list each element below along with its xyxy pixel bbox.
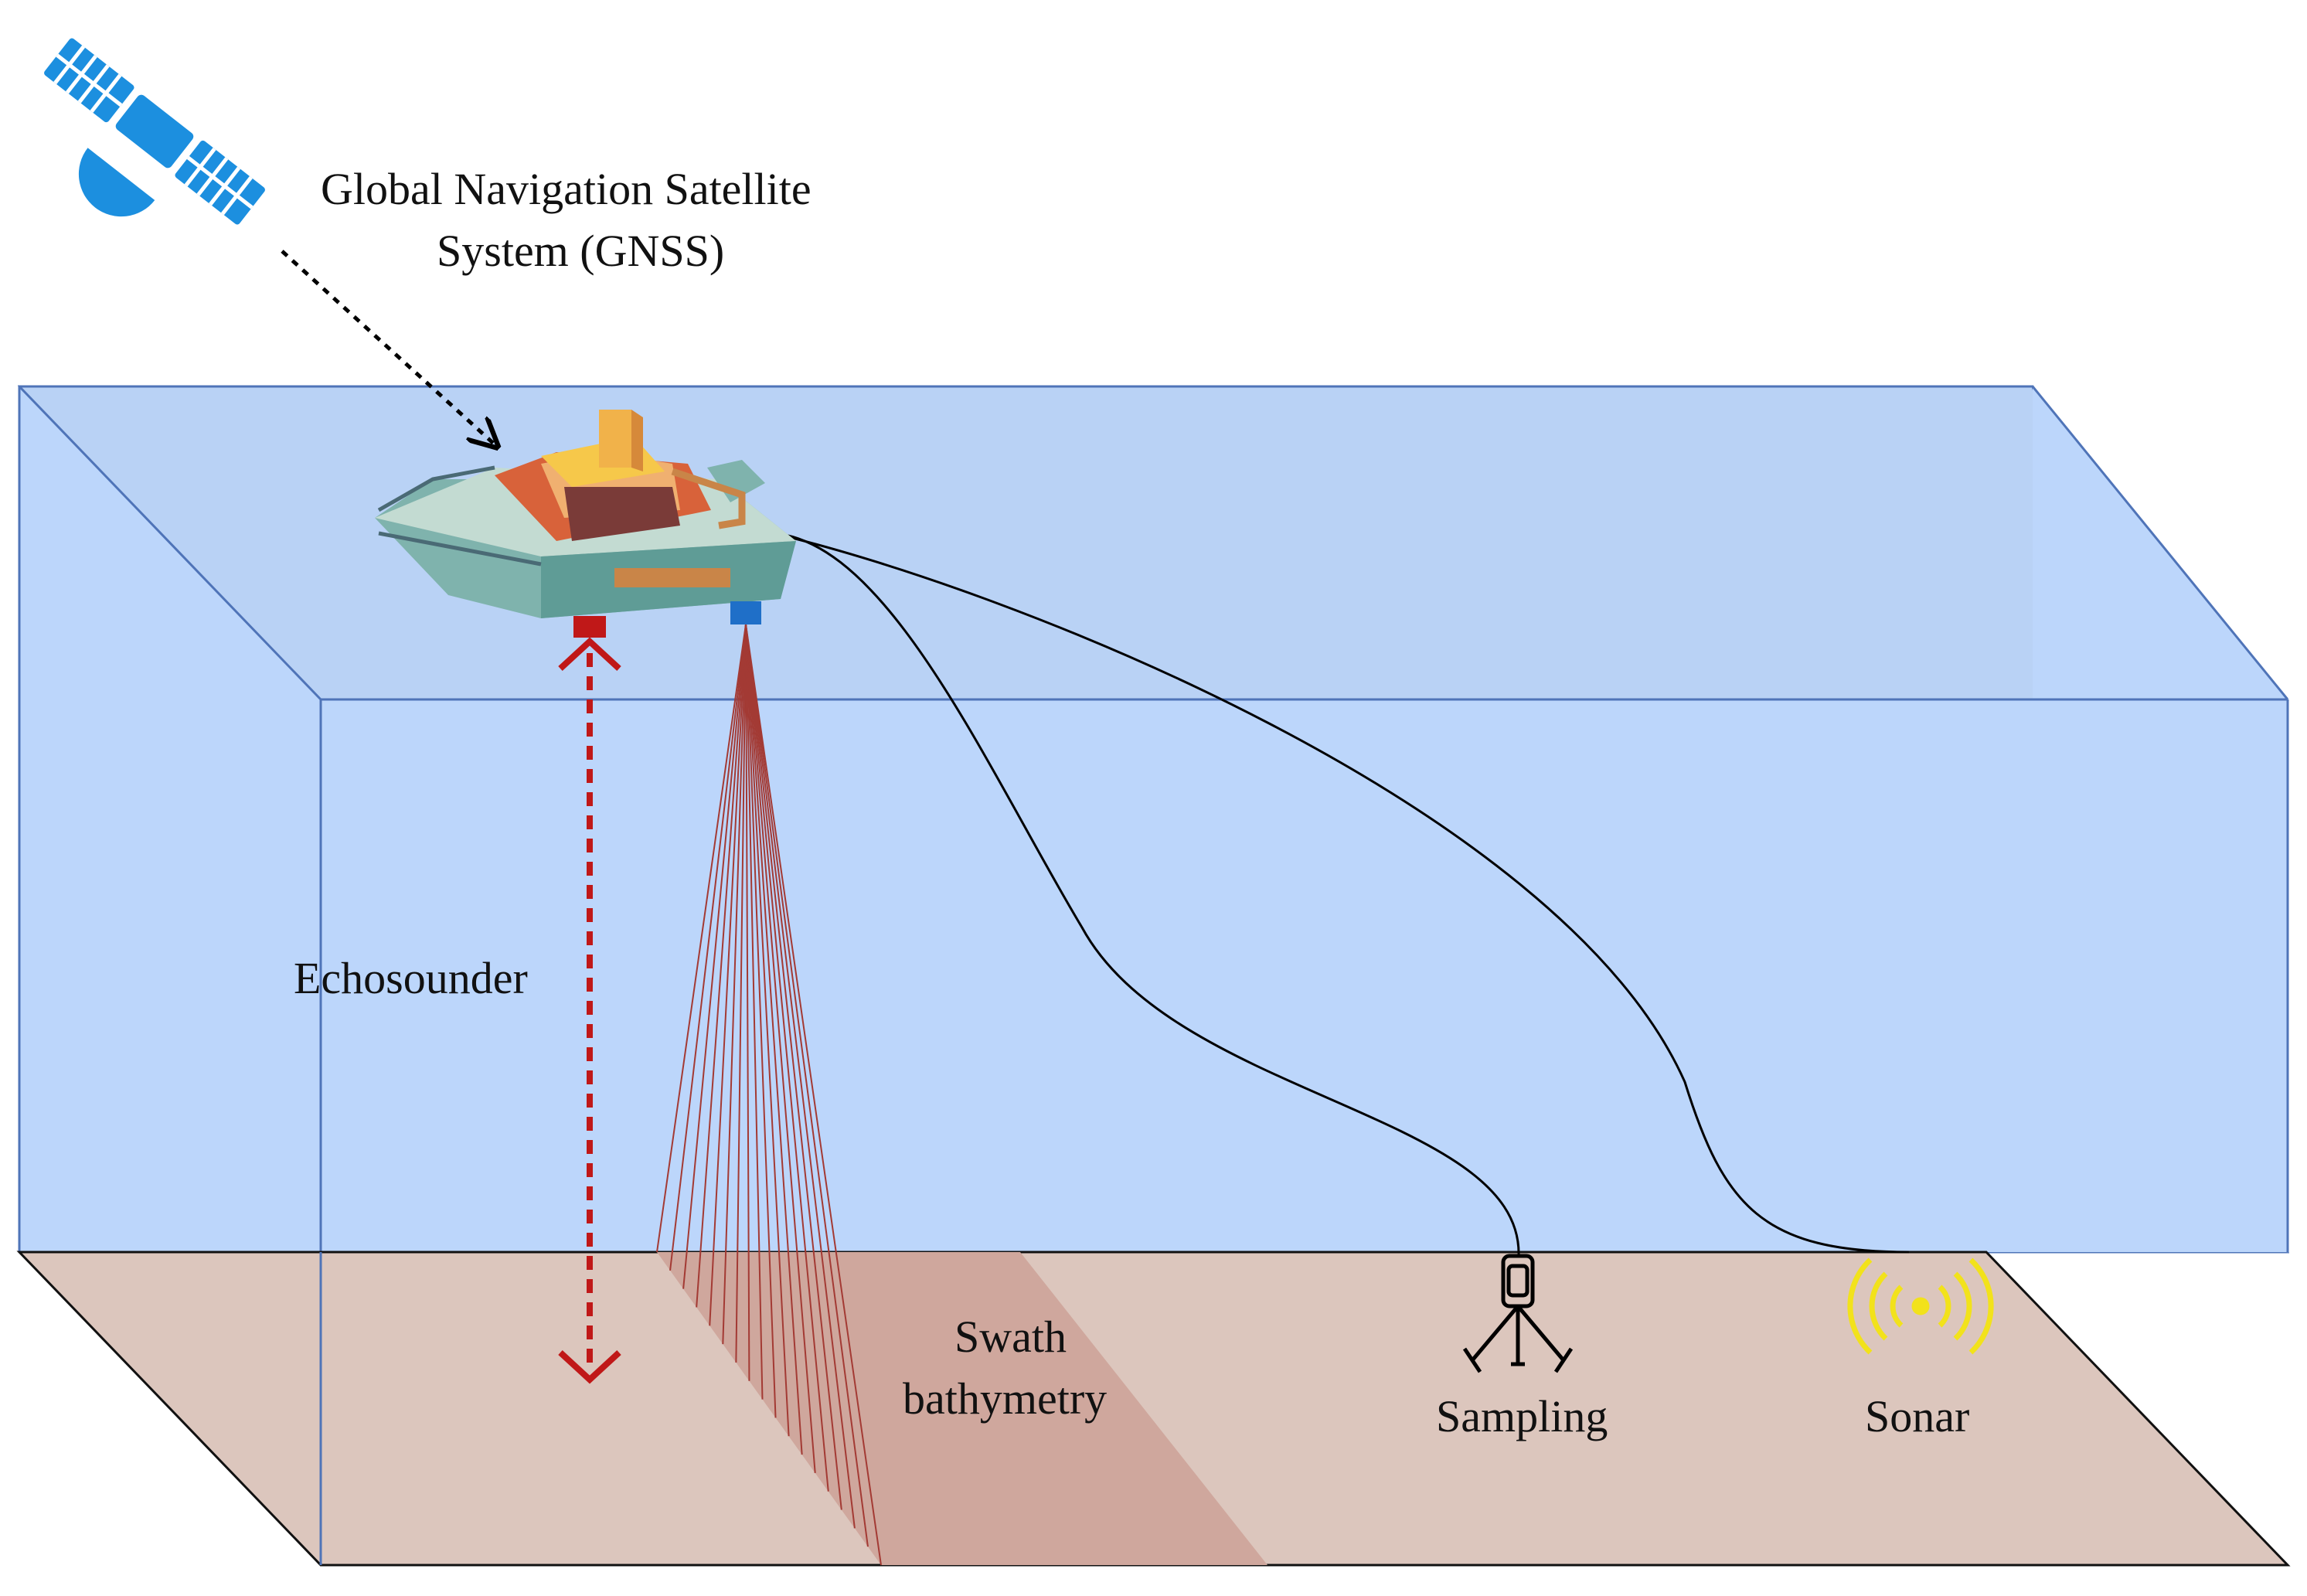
echosounder-arrow [558, 637, 621, 1384]
swath-beam-line [745, 624, 856, 1529]
swath-beam-line [735, 624, 747, 1363]
gnss-label-line1: Global Navigation Satellite [321, 164, 812, 214]
swath-beam-line [745, 624, 829, 1492]
water-front-face [321, 699, 2288, 1252]
swath-beam-line [745, 624, 882, 1566]
swath-strip [657, 1252, 1267, 1565]
swath-beam-line [745, 624, 869, 1547]
gnss-label-line2: System (GNSS) [437, 226, 725, 276]
sampling-label: Sampling [1436, 1391, 1608, 1441]
echosounder-label: Echosounder [294, 953, 528, 1003]
swath-beam-line [682, 624, 747, 1289]
swath-beam-line [745, 624, 790, 1437]
swath-beam-line [656, 624, 747, 1253]
swath-beam-line [722, 624, 747, 1345]
gnss-signal-arrow [281, 250, 495, 444]
water-right-face [2033, 386, 2288, 1252]
swath-beam-line [745, 624, 750, 1381]
swath-label-line1: Swath [954, 1312, 1067, 1362]
swath-beam-line [709, 624, 747, 1326]
survey-vessel-icon [375, 410, 796, 638]
swath-beam-line [669, 624, 747, 1271]
sampler-cable [772, 532, 1520, 1257]
seabed [16, 1251, 2291, 1567]
swath-beam-line [745, 624, 816, 1473]
swath-label-line2: bathymetry [903, 1373, 1108, 1424]
sampler-tripod-icon [1462, 1254, 1574, 1373]
swath-beam-line [745, 624, 842, 1510]
swath-beam-line [745, 624, 764, 1400]
sonar-label: Sonar [1865, 1391, 1970, 1441]
satellite-icon [44, 38, 265, 225]
sonar-cable [772, 532, 1910, 1254]
swath-beam-line [696, 624, 747, 1308]
sonar-signal-icon [1847, 1257, 1994, 1355]
swath-beam-line [745, 624, 777, 1418]
swath-beam-line [745, 624, 803, 1455]
swath-beams [656, 624, 882, 1566]
